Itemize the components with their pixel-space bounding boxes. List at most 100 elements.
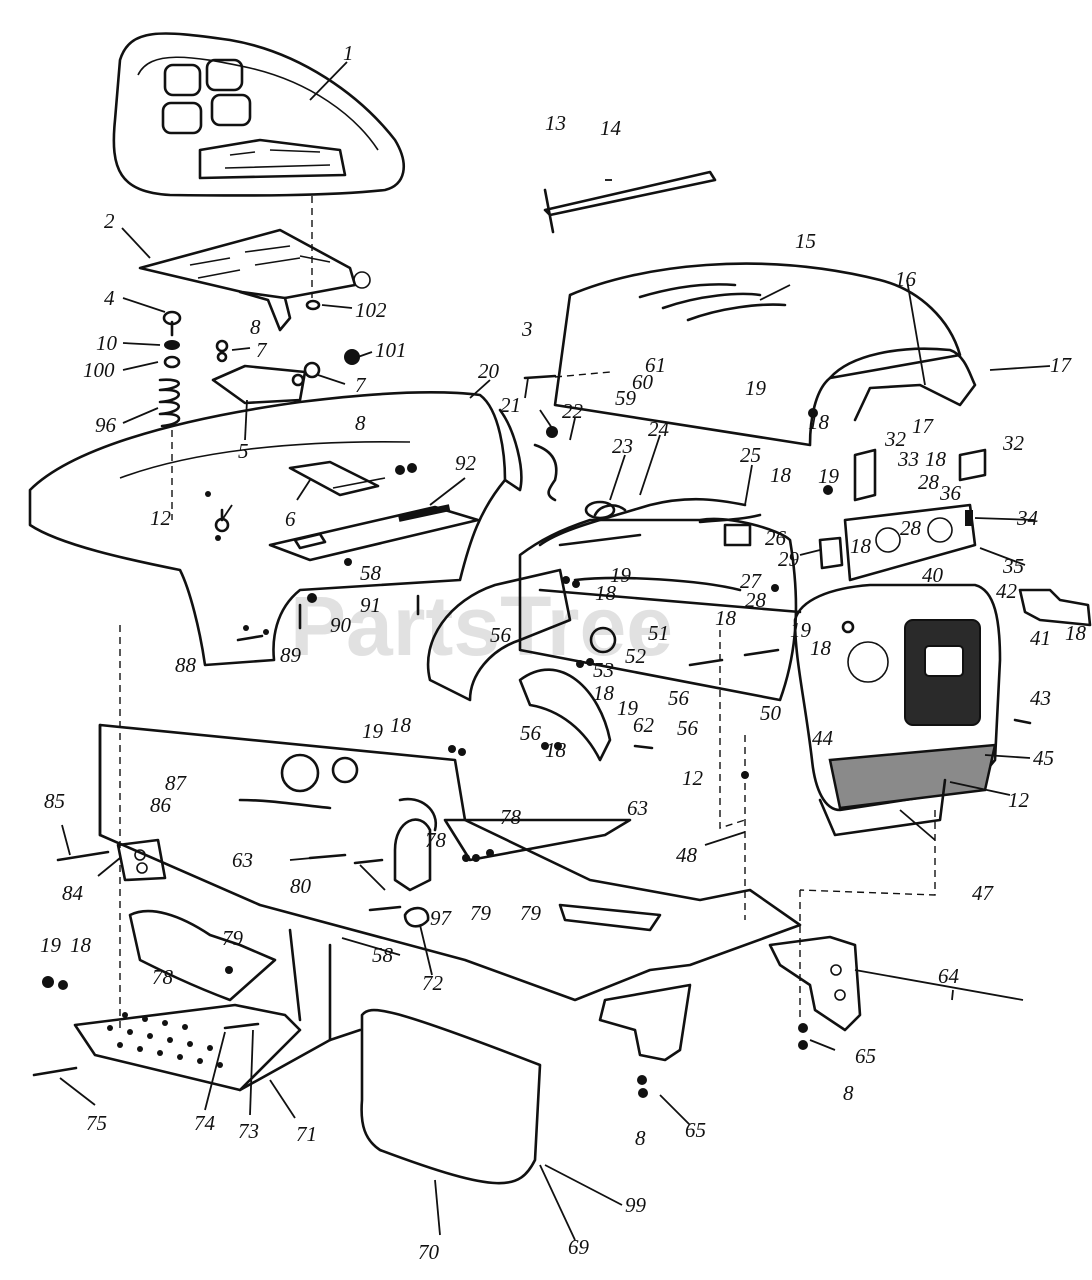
dash-bracket: [818, 448, 987, 582]
callout-18i: 18: [545, 738, 567, 762]
callout-78a: 78: [152, 965, 174, 989]
callout-79b: 79: [470, 901, 492, 925]
callout-69: 69: [568, 1235, 590, 1259]
callout-8b: 8: [355, 411, 366, 435]
callout-8d: 8: [635, 1126, 646, 1150]
callout-52: 52: [625, 644, 647, 668]
callout-35: 35: [1002, 554, 1024, 578]
callout-7b: 7: [355, 373, 367, 397]
callout-18b: 18: [925, 447, 947, 471]
callout-21: 21: [500, 393, 521, 417]
callout-17a: 17: [1050, 353, 1073, 377]
callout-labels: 1 2 3 4 5 6 7 7 8 8 8 8 10 12 12 12 13 1…: [40, 41, 1087, 1264]
callout-56c: 56: [668, 686, 690, 710]
leader-lines: [59, 61, 1051, 1241]
callout-17b: 17: [912, 414, 935, 438]
footrest: [73, 909, 362, 1092]
callout-19a: 19: [745, 376, 767, 400]
callout-18g: 18: [390, 713, 412, 737]
callout-62: 62: [633, 713, 655, 737]
callout-59: 59: [615, 386, 637, 410]
mount-plate: [116, 838, 167, 882]
callout-40: 40: [922, 563, 944, 587]
seat-bracket: [138, 228, 371, 332]
callout-28b: 28: [900, 516, 922, 540]
seat: [112, 32, 405, 197]
callout-28c: 28: [745, 588, 767, 612]
callout-87: 87: [165, 771, 188, 795]
callout-86: 86: [150, 793, 172, 817]
callout-85: 85: [44, 789, 65, 813]
callout-8c: 8: [843, 1081, 854, 1105]
callout-19f: 19: [617, 696, 639, 720]
footrest-holes: [107, 1012, 223, 1068]
callout-18d: 18: [595, 581, 617, 605]
grille-nose: [793, 583, 1092, 837]
callout-84: 84: [62, 881, 84, 905]
callout-12b: 12: [682, 766, 704, 790]
belt-guard: [443, 668, 632, 862]
callout-47: 47: [972, 881, 995, 905]
callout-71: 71: [296, 1122, 317, 1146]
callout-16: 16: [895, 267, 917, 291]
hinge-brackets: [211, 299, 417, 497]
callout-88: 88: [175, 653, 197, 677]
callout-65a: 65: [855, 1044, 876, 1068]
callout-74: 74: [194, 1111, 216, 1135]
callout-20: 20: [478, 359, 500, 383]
wiring-harness: [533, 426, 802, 654]
callout-92: 92: [455, 451, 477, 475]
callout-26: 26: [765, 526, 787, 550]
callout-61: 61: [645, 353, 666, 377]
callout-25: 25: [740, 443, 761, 467]
callout-19c: 19: [610, 563, 632, 587]
callout-18h: 18: [593, 681, 615, 705]
side-panel: [360, 1008, 542, 1185]
callout-18k: 18: [1065, 621, 1087, 645]
callout-78b: 78: [425, 828, 447, 852]
callout-18e: 18: [715, 606, 737, 630]
callout-19e: 19: [362, 719, 384, 743]
fuel-tank: [426, 500, 798, 702]
axle-bracket: [768, 890, 862, 1050]
bolts: [32, 374, 1032, 1098]
callout-29: 29: [778, 547, 800, 571]
pedal-bracket: [393, 818, 432, 928]
callout-19d: 19: [790, 618, 812, 642]
callout-2: 2: [104, 209, 115, 233]
callout-64: 64: [938, 964, 960, 988]
callout-58b: 58: [372, 943, 394, 967]
callout-96: 96: [95, 413, 117, 437]
callout-50: 50: [760, 701, 782, 725]
callout-97: 97: [430, 906, 453, 930]
callout-14: 14: [600, 116, 622, 140]
callout-53: 53: [593, 658, 614, 682]
callout-80: 80: [290, 874, 312, 898]
callout-18l: 18: [850, 534, 872, 558]
callout-19g: 19: [40, 933, 62, 957]
callout-1: 1: [343, 41, 354, 65]
callout-12c: 12: [1008, 788, 1030, 812]
callout-18c: 18: [770, 463, 792, 487]
control-panel: [268, 504, 480, 603]
callout-23: 23: [612, 434, 633, 458]
callout-56d: 56: [677, 716, 699, 740]
callout-3: 3: [521, 317, 533, 341]
callout-51: 51: [648, 621, 669, 645]
callout-22: 22: [562, 399, 584, 423]
callout-72: 72: [422, 971, 444, 995]
callout-7a: 7: [256, 338, 268, 362]
callout-12a: 12: [150, 506, 172, 530]
callout-41: 41: [1030, 626, 1051, 650]
callout-100: 100: [83, 358, 115, 382]
callout-28a: 28: [918, 470, 940, 494]
callout-65b: 65: [685, 1118, 706, 1142]
hood: [553, 262, 977, 447]
callout-63b: 63: [232, 848, 253, 872]
callout-6: 6: [285, 507, 296, 531]
callout-56a: 56: [490, 623, 512, 647]
callout-90: 90: [330, 613, 352, 637]
callout-78c: 78: [500, 805, 522, 829]
callout-27: 27: [740, 569, 763, 593]
